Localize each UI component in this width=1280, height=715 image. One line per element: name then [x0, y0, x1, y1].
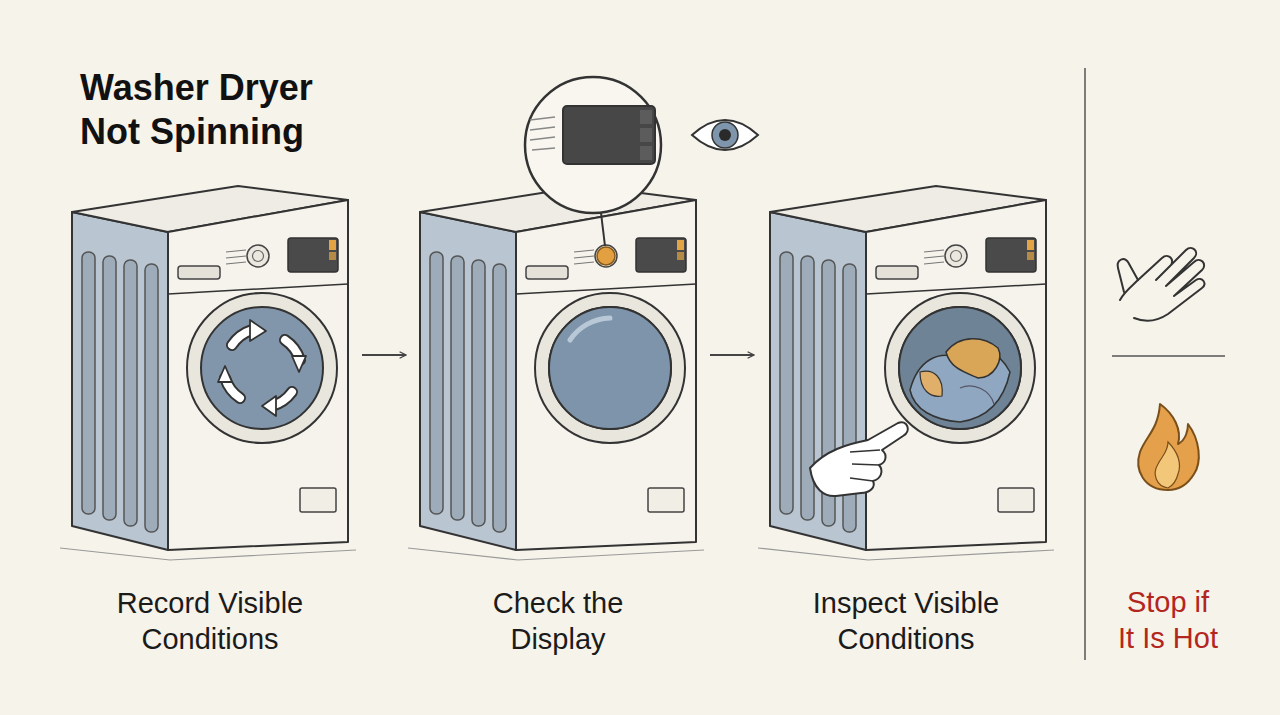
diagram-title: Washer Dryer Not Spinning — [80, 66, 350, 154]
magnifier-callout — [525, 77, 661, 246]
pointing-hand — [810, 422, 908, 496]
stop-hand-icon — [1118, 248, 1205, 321]
eye-icon — [692, 120, 758, 150]
step-washer: Check the Display — [408, 180, 708, 650]
washer-illustration — [758, 186, 1054, 560]
spin-arrows — [218, 320, 306, 416]
step-caption: Inspect Visible Conditions — [796, 585, 1016, 657]
separator-line — [1112, 355, 1225, 357]
flow-arrow — [710, 354, 754, 356]
washer-illustration — [408, 186, 704, 560]
divider-line — [1084, 68, 1086, 660]
warning-label: Stop if It Is Hot — [1116, 584, 1220, 656]
step-caption: Record Visible Conditions — [100, 585, 320, 657]
step-caption: Check the Display — [448, 585, 668, 657]
step-washer: Record Visible Conditions — [60, 180, 360, 650]
flow-arrow — [362, 354, 406, 356]
washer-illustration — [60, 186, 356, 560]
flame-icon — [1138, 404, 1199, 490]
step-washer: Inspect Visible Conditions — [756, 180, 1056, 650]
